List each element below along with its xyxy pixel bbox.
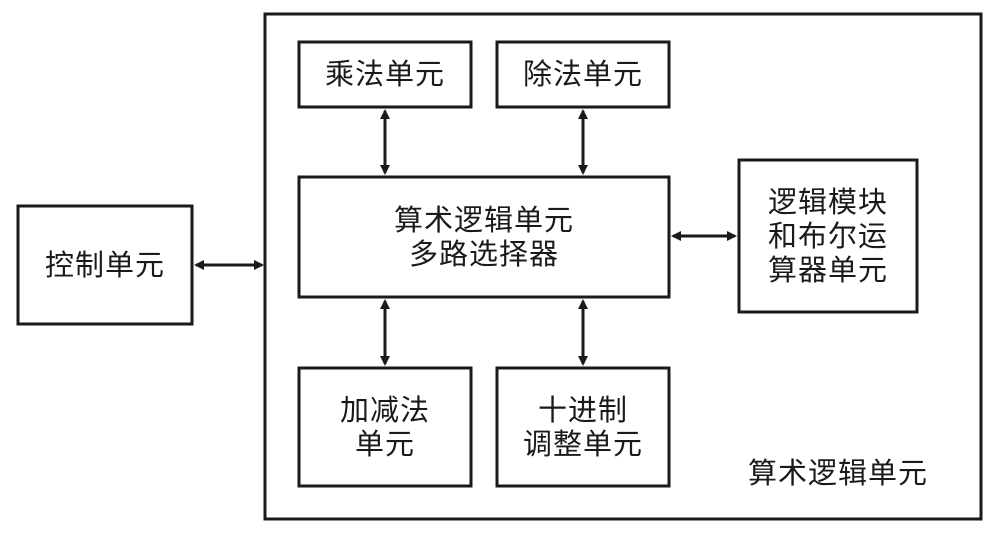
addsub-unit-label: 加减法 单元: [299, 393, 471, 461]
alu-mux-line-1: 算术逻辑单元: [393, 203, 574, 237]
logic-unit-label: 逻辑模块 和布尔运 算器单元: [739, 185, 917, 287]
addsub-unit-line-2: 单元: [354, 427, 415, 461]
multiplier-unit-box: [297, 40, 473, 109]
multiplier-unit-line-1: 乘法单元: [324, 57, 445, 91]
control-unit-box: [16, 204, 194, 326]
control-unit-label: 控制单元: [18, 248, 192, 282]
addsub-unit-box: [297, 366, 473, 488]
alu-mux-box: [297, 175, 671, 299]
logic-unit-line-3: 算器单元: [767, 253, 888, 287]
logic-unit-line-2: 和布尔运: [767, 219, 888, 253]
decimal-adjust-label: 十进制 调整单元: [497, 393, 669, 461]
addsub-unit-line-1: 加减法: [339, 393, 430, 427]
logic-unit-line-1: 逻辑模块: [767, 185, 888, 219]
alu-mux-line-2: 多路选择器: [408, 237, 559, 271]
outer-alu-frame: [263, 12, 983, 521]
alu-mux-label: 算术逻辑单元 多路选择器: [299, 203, 669, 271]
multiplier-unit-label: 乘法单元: [299, 57, 471, 91]
divider-unit-box: [495, 40, 671, 109]
control-unit-line-1: 控制单元: [44, 248, 165, 282]
divider-unit-label: 除法单元: [497, 57, 669, 91]
divider-unit-line-1: 除法单元: [522, 57, 643, 91]
decimal-adjust-line-2: 调整单元: [522, 427, 643, 461]
logic-unit-box: [737, 158, 919, 314]
decimal-adjust-box: [495, 366, 671, 488]
decimal-adjust-line-1: 十进制: [537, 393, 628, 427]
outer-frame-label: 算术逻辑单元: [747, 456, 928, 490]
